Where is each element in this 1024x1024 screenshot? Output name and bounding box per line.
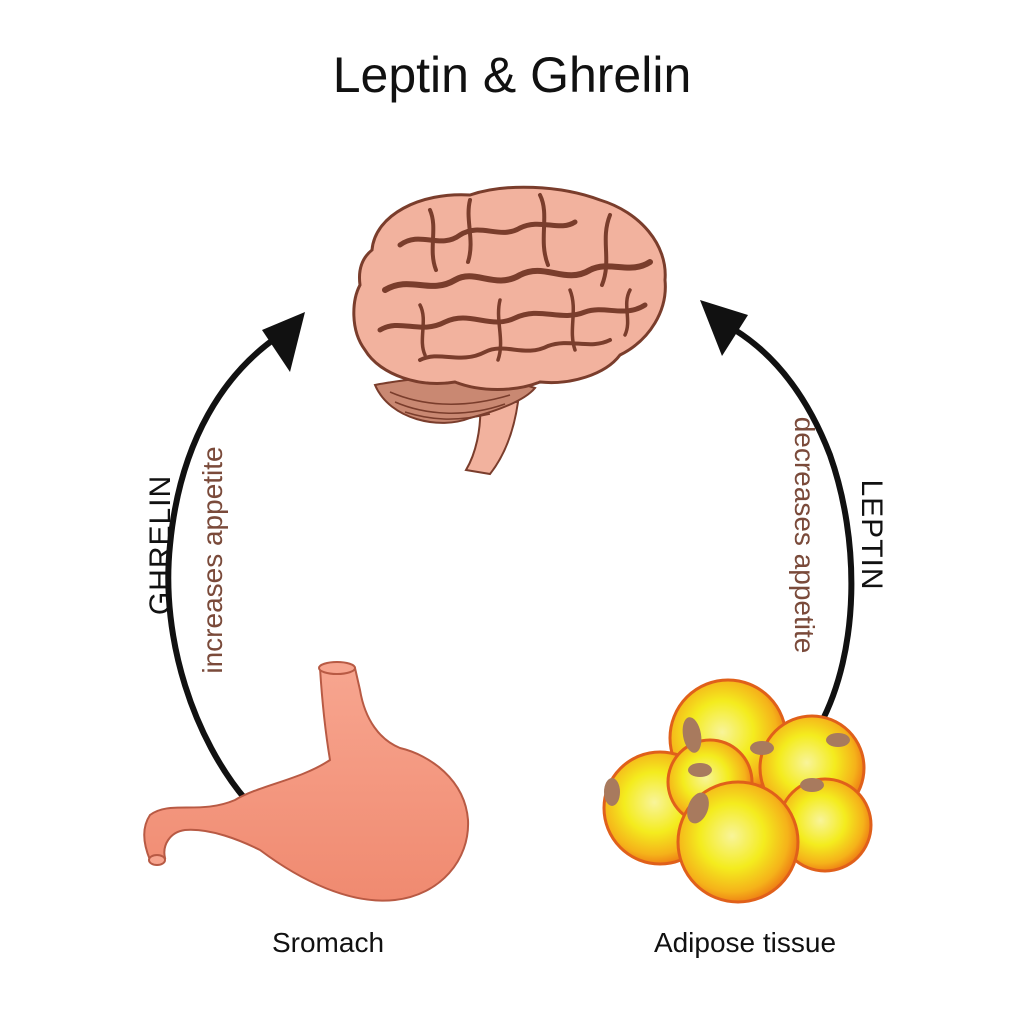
leptin-arrowhead <box>700 300 748 356</box>
ghrelin-arrowhead <box>262 312 305 372</box>
stomach-illustration <box>143 661 470 902</box>
leptin-label: LEPTIN <box>855 479 888 590</box>
adipose-illustration <box>602 678 873 904</box>
adipose-label: Adipose tissue <box>654 927 836 958</box>
ghrelin-effect-label: increases appetite <box>197 446 228 673</box>
stomach-label: Sromach <box>272 927 384 958</box>
diagram-title: Leptin & Ghrelin <box>333 47 692 103</box>
leptin-effect-label: decreases appetite <box>789 417 820 654</box>
leptin-arrow <box>733 327 855 727</box>
ghrelin-arrow <box>165 332 282 802</box>
brain-illustration <box>352 185 667 476</box>
ghrelin-label: GHRELIN <box>144 475 177 615</box>
